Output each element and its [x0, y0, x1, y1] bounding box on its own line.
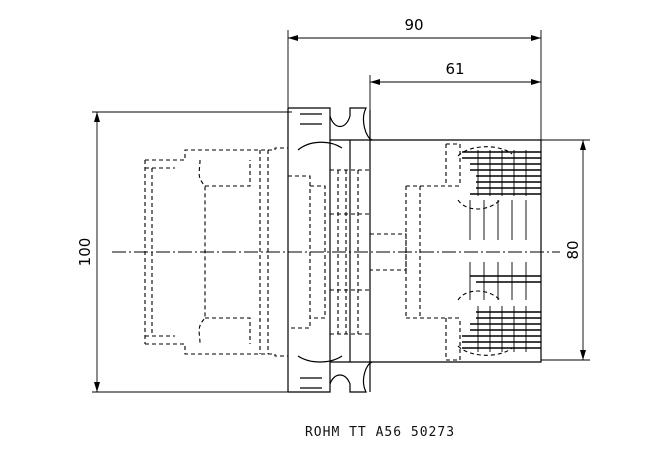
dimension-flange-diameter: 100 [76, 111, 292, 393]
flange-outline [287, 107, 373, 393]
cutting-fins-top [462, 150, 541, 240]
taper-shank-hidden [144, 147, 326, 357]
dimension-body-diameter: 80 [541, 139, 590, 361]
dimension-label-80: 80 [564, 240, 582, 259]
cutter-body [370, 139, 542, 363]
dimension-label-100: 100 [76, 238, 94, 267]
dimension-shank-length: 61 [369, 60, 541, 110]
dimension-label-90: 90 [404, 16, 423, 34]
dimension-overall-length: 90 [287, 16, 542, 140]
cutting-fins-bottom [462, 262, 541, 352]
part-number-caption: ROHM TT A56 50273 [305, 425, 455, 440]
collar-grooves [330, 169, 407, 335]
dimension-label-61: 61 [445, 60, 464, 78]
